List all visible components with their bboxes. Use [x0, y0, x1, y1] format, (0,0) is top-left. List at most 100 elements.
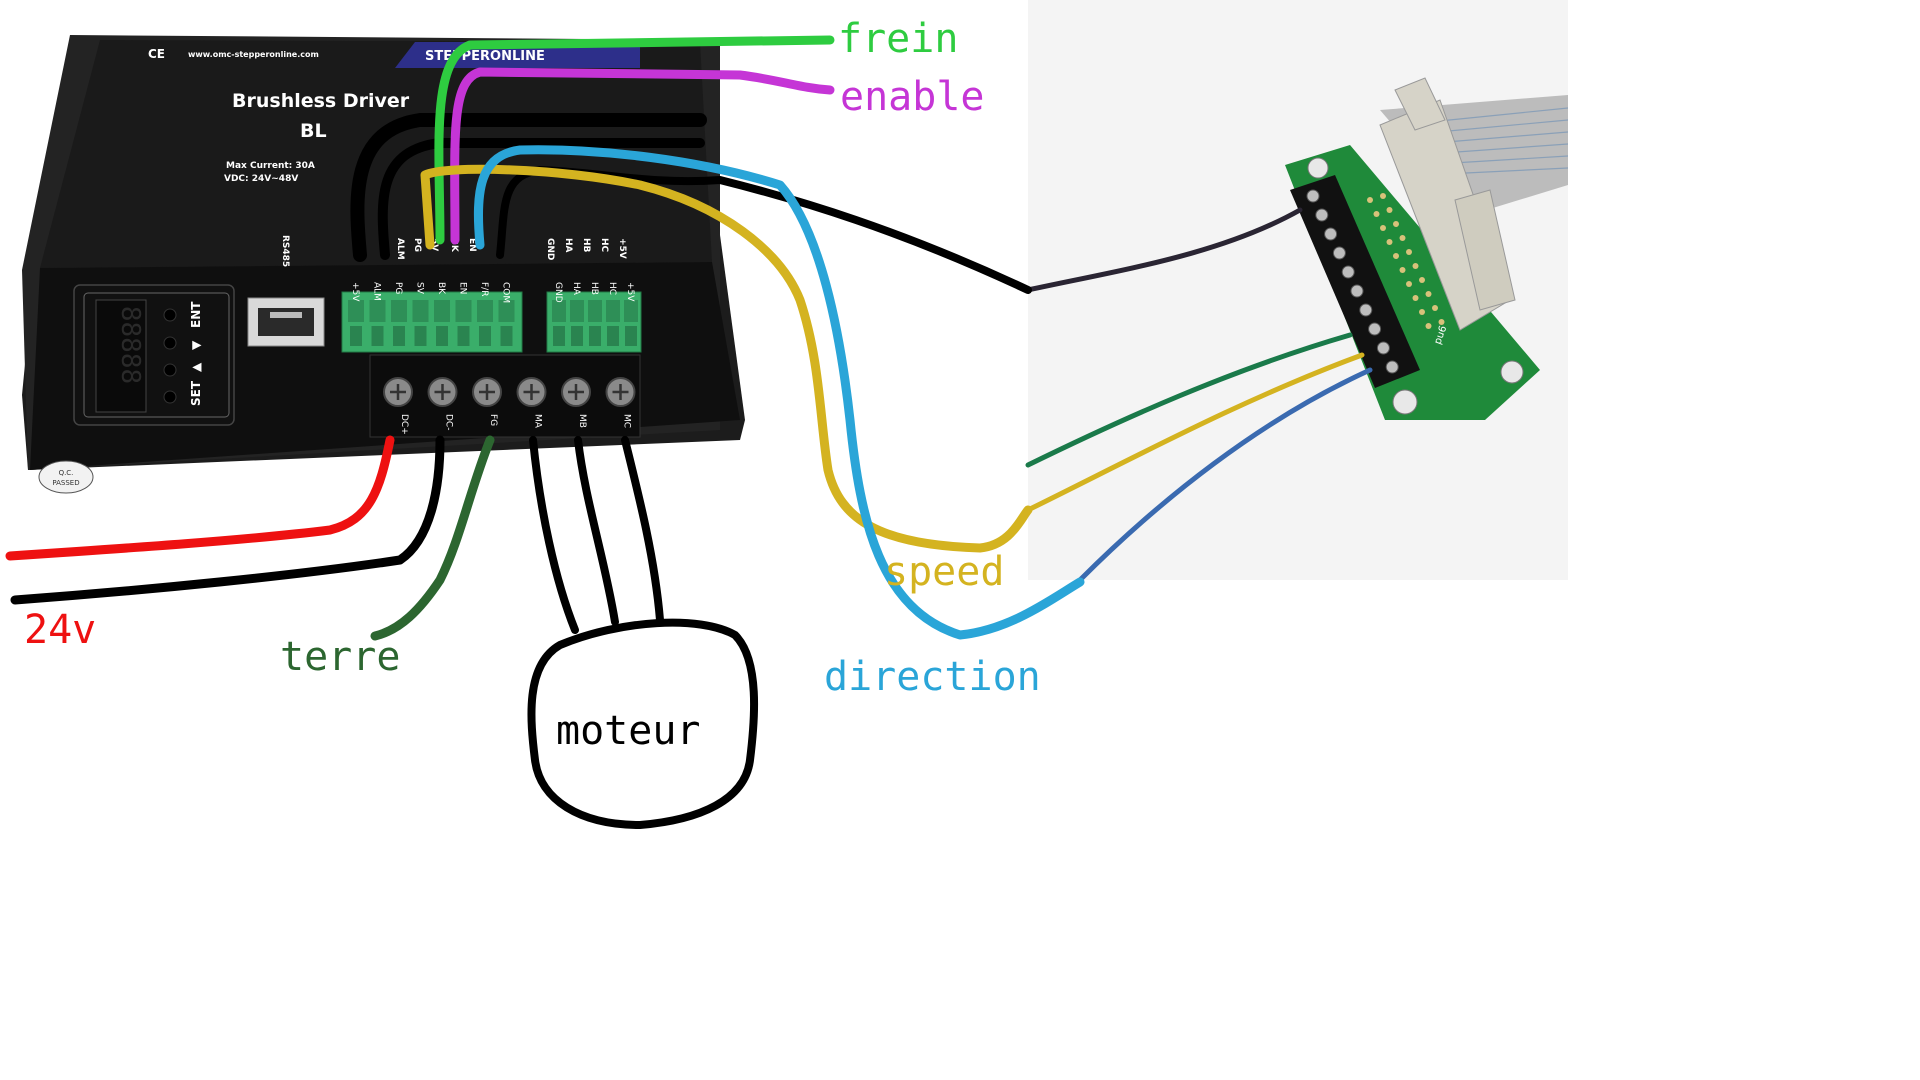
breakout-screw [1324, 227, 1338, 241]
spec-current: Max Current: 30A [226, 161, 315, 171]
signal-terminal-label: BK [436, 282, 446, 295]
seven-segment-display [95, 299, 147, 413]
moteur-label: moteur [556, 708, 701, 754]
motor-phase-b [574, 436, 619, 626]
rs485-label: RS485 [280, 235, 290, 267]
ent-button[interactable] [163, 308, 177, 322]
terminal-socket [553, 326, 565, 346]
breakout-screw [1306, 189, 1320, 203]
terre-label: terre [280, 634, 400, 680]
ce-mark: CE [148, 47, 165, 61]
header-pin [1406, 249, 1412, 255]
up-button[interactable] [163, 363, 177, 377]
power-terminal-strip [369, 354, 641, 438]
breakout-screw [1350, 284, 1364, 298]
terminal-socket [571, 326, 583, 346]
svg-text:88888: 88888 [115, 306, 145, 384]
hall-terminal-label: HB [589, 282, 599, 295]
signal-terminal-label: +5V [350, 282, 360, 302]
terminal-screw [552, 300, 566, 322]
header-pin [1386, 239, 1393, 245]
down-button[interactable] [163, 336, 177, 350]
header-pin [1386, 207, 1393, 213]
power-terminal-label: MC [622, 414, 632, 428]
terminal-screw [455, 300, 472, 322]
breakout-screw [1341, 265, 1355, 279]
black-wire-signal-ground [496, 166, 1032, 294]
terminal-socket [350, 326, 362, 346]
terminal-socket [457, 326, 470, 346]
top-pin-label: HA [563, 238, 573, 253]
top-pin-label: ALM [395, 238, 405, 260]
qc-line1: Q.C. [59, 469, 74, 477]
header-pin [1406, 281, 1412, 287]
motor-phase-a [529, 436, 579, 634]
header-pin [1425, 323, 1432, 329]
signal-terminal-block [341, 291, 523, 353]
qc-sticker [38, 460, 94, 494]
terminal-socket [371, 326, 384, 346]
signal-terminal-label: COM [501, 282, 511, 303]
v24-wire [5, 435, 395, 561]
enable-label: enable [840, 74, 985, 120]
ent-label: ENT [189, 301, 203, 328]
terre-wire [370, 435, 495, 641]
top-pin-label: EN [467, 238, 477, 252]
wiring-diagram: CE www.omc-stepperonline.com STEPPERONLI… [5, 0, 1568, 829]
hall-terminal-label: GND [553, 282, 563, 303]
terminal-socket [625, 326, 637, 346]
direction-wire [473, 145, 1085, 640]
terminal-socket [436, 326, 448, 346]
terminal-screw [391, 300, 407, 322]
breakout-board: pu6 [1025, 0, 1568, 583]
up-arrow-icon: ▲ [189, 362, 203, 372]
top-pin-label: HC [599, 238, 609, 253]
header-pin [1373, 211, 1380, 217]
header-pin [1419, 309, 1425, 315]
power-terminal-label: DC+ [399, 414, 409, 435]
power-terminal-label: FG [488, 414, 498, 426]
black-wire-top [350, 113, 707, 262]
signal-terminal-label: EN [458, 282, 468, 294]
header-pin [1432, 305, 1438, 311]
breakout-screw-terminals [1290, 175, 1420, 388]
breakout-screw [1368, 322, 1382, 336]
brand-label: STEPPERONLINE [425, 49, 545, 64]
terminal-screw [434, 300, 450, 322]
top-pin-label: +5V [617, 238, 627, 259]
top-pin-label: BK [449, 238, 459, 253]
terminal-screw [606, 300, 620, 322]
hall-terminal-label: HC [607, 282, 617, 295]
brushless-driver: CE www.omc-stepperonline.com STEPPERONLI… [22, 35, 745, 494]
v24-label: 24v [24, 607, 96, 653]
motor-phase-c [621, 436, 664, 624]
speed-wire [420, 164, 1033, 553]
signal-terminal-label: F/R [479, 282, 489, 296]
motor-outline [527, 618, 759, 829]
speed-label: speed [884, 549, 1004, 595]
hand-drawn-wires [5, 35, 1085, 829]
set-label: SET [189, 380, 203, 406]
set-button[interactable] [163, 390, 177, 404]
terminal-socket [393, 326, 405, 346]
breakout-screw [1376, 341, 1390, 355]
website-label: www.omc-stepperonline.com [188, 50, 319, 59]
signal-terminal-label: SV [415, 282, 425, 295]
header-pin [1399, 267, 1406, 273]
signal-terminal-label: PG [393, 282, 403, 294]
terminal-screw [498, 300, 515, 322]
terminal-socket [589, 326, 601, 346]
breakout-screw [1332, 246, 1346, 260]
frein-wire [434, 35, 835, 245]
direction-label: direction [824, 654, 1041, 700]
ground-power-wire [10, 435, 445, 605]
terminal-screw [369, 300, 386, 322]
terminal-socket [500, 326, 513, 346]
terminal-screw [477, 300, 493, 322]
header-pin [1399, 235, 1406, 241]
terminal-screw [570, 300, 584, 322]
terminal-screw [624, 300, 638, 322]
header-pin [1425, 291, 1432, 297]
